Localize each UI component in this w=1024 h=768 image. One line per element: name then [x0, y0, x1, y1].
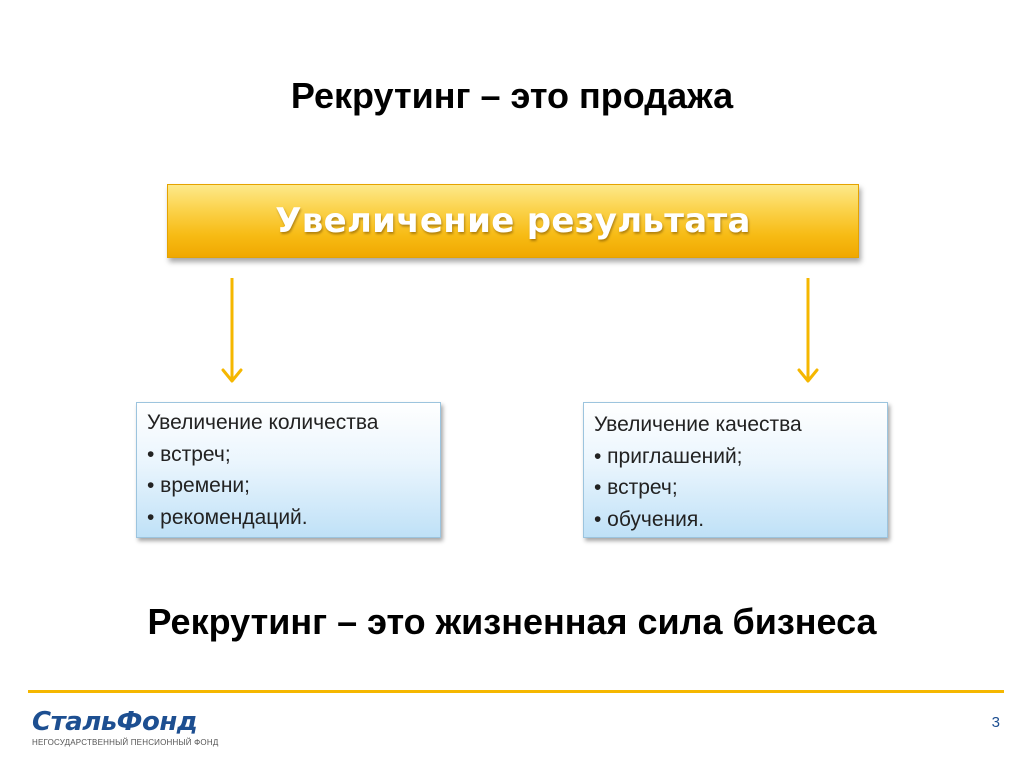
- list-item: • времени;: [147, 474, 250, 497]
- quantity-box-heading: Увеличение количества: [147, 411, 379, 434]
- quality-box: Увеличение качества • приглашений; • вст…: [583, 402, 888, 538]
- arrow-down-icon: [221, 278, 243, 383]
- slide-subtitle: Рекрутинг – это жизненная сила бизнеса: [147, 601, 877, 642]
- arrow-down-icon: [797, 278, 819, 383]
- result-banner: Увеличение результата: [167, 184, 859, 258]
- list-item: • рекомендаций.: [147, 505, 308, 529]
- slide-title: Рекрутинг – это продажа: [290, 75, 734, 116]
- list-item: • встреч;: [594, 476, 678, 499]
- list-item: • встреч;: [147, 442, 231, 466]
- footer-divider: [28, 690, 1004, 693]
- company-logo: СтальФонд НЕГОСУДАРСТВЕННЫЙ ПЕНСИОННЫЙ Ф…: [32, 707, 232, 747]
- result-banner-label: Увеличение результата: [275, 201, 751, 241]
- quantity-box: Увеличение количества • встреч; • времен…: [136, 402, 441, 538]
- quality-box-heading: Увеличение качества: [594, 413, 802, 436]
- list-item: • приглашений;: [594, 444, 743, 468]
- list-item: • обучения.: [594, 507, 705, 531]
- page-number: 3: [991, 714, 1000, 731]
- logo-tagline: НЕГОСУДАРСТВЕННЫЙ ПЕНСИОННЫЙ ФОНД: [32, 738, 219, 747]
- logo-wordmark: СтальФонд: [32, 707, 198, 737]
